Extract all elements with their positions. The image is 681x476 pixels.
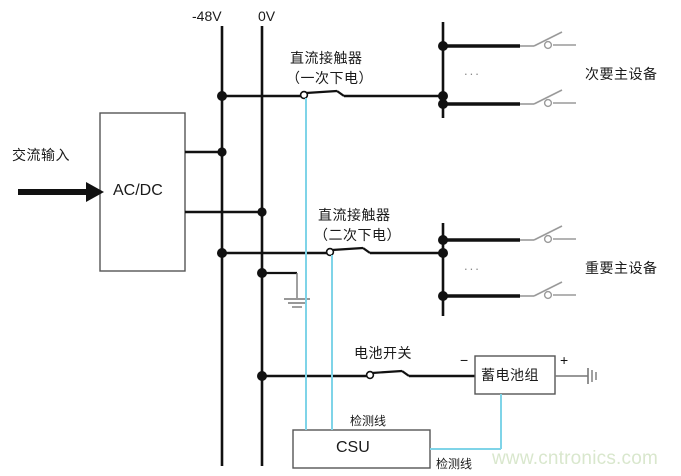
important-equipment-switch-lower <box>520 281 576 300</box>
battery-branch <box>257 355 597 395</box>
bus-label-0v: 0V <box>258 8 276 24</box>
sense-line-label-top: 检测线 <box>350 414 387 428</box>
contactor-primary-label-line2: （一次下电） <box>286 70 373 86</box>
sense-line-battery <box>430 394 502 450</box>
battery-switch-label: 电池开关 <box>354 345 412 361</box>
contactor-primary-label-line1: 直流接触器 <box>290 50 363 66</box>
earth-ground-symbol <box>257 268 310 308</box>
battery-block-label: 蓄电池组 <box>481 367 539 383</box>
contactor-secondary-label-line2: （二次下电） <box>314 227 401 243</box>
sense-line-label-bottom: 检测线 <box>436 457 473 471</box>
top-distribution-rail <box>438 22 520 118</box>
important-equipment-switch-upper <box>520 225 576 244</box>
bottom-distribution-rail <box>438 223 520 316</box>
primary-contactor-branch <box>217 89 443 101</box>
important-equipment-label: 重要主设备 <box>585 260 658 276</box>
ellipsis-top: ... <box>464 63 481 78</box>
ac-input-label: 交流输入 <box>12 147 70 163</box>
secondary-contactor-branch <box>217 246 443 258</box>
battery-plus-sign: + <box>560 352 569 368</box>
acdc-output-neg48 <box>185 147 227 157</box>
csu-block-label: CSU <box>336 439 370 456</box>
ac-input-arrow <box>18 182 104 202</box>
ellipsis-bottom: ... <box>464 258 481 273</box>
battery-minus-sign: − <box>460 352 469 368</box>
site-watermark: www.cntronics.com <box>492 448 658 469</box>
acdc-output-0v <box>185 207 267 217</box>
acdc-block-label: AC/DC <box>113 182 163 199</box>
secondary-equipment-switch-lower <box>520 89 576 108</box>
contactor-secondary-label-line1: 直流接触器 <box>318 207 391 223</box>
secondary-equipment-label: 次要主设备 <box>585 66 658 82</box>
secondary-equipment-switch-upper <box>520 31 576 50</box>
bus-label-neg48: -48V <box>192 8 222 24</box>
